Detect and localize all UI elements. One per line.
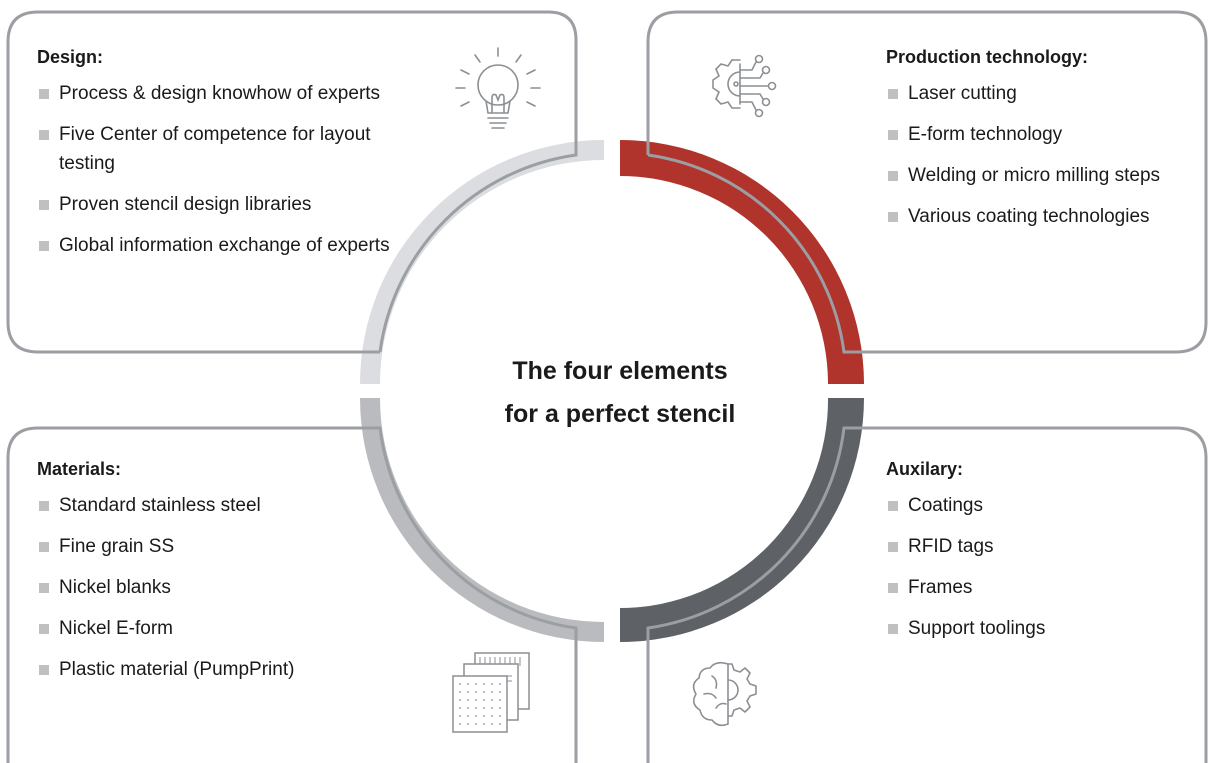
bullet-square-icon (888, 130, 898, 140)
auxilary-panel: Auxilary: Coatings RFID tags Frames Supp… (886, 457, 1196, 655)
bullet-square-icon (39, 89, 49, 99)
list-item-text: Nickel E-form (59, 618, 174, 639)
bullet-square-icon (39, 130, 49, 140)
bullet-square-icon (39, 624, 49, 634)
center-title: The four elements for a perfect stencil (430, 350, 810, 436)
list-item: Support toolings (886, 614, 1196, 643)
list-item: Welding or micro milling steps (886, 161, 1196, 190)
bullet-square-icon (39, 542, 49, 552)
bullet-square-icon (39, 583, 49, 593)
panel-frame-auxilary (646, 426, 1208, 763)
list-item: Proven stencil design libraries (37, 190, 417, 219)
list-item-text: Plastic material (PumpPrint) (59, 659, 295, 680)
bullet-square-icon (888, 212, 898, 222)
list-item: RFID tags (886, 532, 1196, 561)
list-item-text: Laser cutting (908, 83, 1017, 104)
brain-gear-icon (692, 661, 757, 727)
center-title-line-2: for a perfect stencil (504, 400, 736, 428)
list-item-text: Various coating technologies (908, 206, 1150, 227)
gear-circuit-icon (712, 54, 777, 118)
materials-panel: Materials: Standard stainless steel Fine… (37, 457, 417, 696)
bullet-square-icon (888, 171, 898, 181)
list-item-text: E-form technology (908, 124, 1063, 145)
list-item-text: Global information exchange of experts (59, 235, 390, 256)
list-item: Standard stainless steel (37, 491, 417, 520)
list-item-text: Process & design knowhow of experts (59, 83, 381, 104)
panel-frame-materials (6, 426, 578, 763)
list-item: Nickel E-form (37, 614, 417, 643)
stencil-sheets-icon (452, 652, 530, 733)
bullet-square-icon (39, 665, 49, 675)
list-item: Fine grain SS (37, 532, 417, 561)
center-title-line-1: The four elements (512, 357, 728, 385)
list-item: Coatings (886, 491, 1196, 520)
production-title: Production technology: (886, 47, 1088, 67)
ring-segment-production (620, 140, 864, 384)
design-list: Process & design knowhow of experts Five… (37, 79, 417, 260)
materials-list: Standard stainless steel Fine grain SS N… (37, 491, 417, 684)
list-item: Nickel blanks (37, 573, 417, 602)
bullet-square-icon (888, 583, 898, 593)
list-item-text: Frames (908, 577, 973, 598)
list-item: Various coating technologies (886, 202, 1196, 231)
bullet-square-icon (888, 89, 898, 99)
panel-frame-design (6, 10, 578, 354)
bullet-square-icon (39, 501, 49, 511)
list-item-text: Support toolings (908, 618, 1046, 639)
list-item: Frames (886, 573, 1196, 602)
bullet-square-icon (888, 501, 898, 511)
bullet-square-icon (888, 542, 898, 552)
list-item-text: RFID tags (908, 536, 994, 557)
list-item-text: Proven stencil design libraries (59, 194, 312, 215)
auxilary-list: Coatings RFID tags Frames Support toolin… (886, 491, 1196, 643)
list-item-text: Standard stainless steel (59, 495, 261, 516)
materials-title: Materials: (37, 459, 122, 479)
list-item: Global information exchange of experts (37, 231, 417, 260)
design-panel: Design: Process & design knowhow of expe… (37, 45, 417, 272)
design-title: Design: (37, 47, 104, 67)
bullet-square-icon (888, 624, 898, 634)
bullet-square-icon (39, 200, 49, 210)
list-item: Laser cutting (886, 79, 1196, 108)
list-item-text: Nickel blanks (59, 577, 171, 598)
production-list: Laser cutting E-form technology Welding … (886, 79, 1196, 231)
list-item: E-form technology (886, 120, 1196, 149)
list-item: Process & design knowhow of experts (37, 79, 417, 108)
list-item-text: Welding or micro milling steps (908, 165, 1161, 186)
list-item: Five Center of competence for layout tes… (37, 120, 417, 178)
lightbulb-icon (455, 47, 541, 129)
list-item-text: Five Center of competence for layout tes… (59, 124, 371, 174)
production-panel: Production technology: Laser cutting E-f… (886, 45, 1196, 243)
list-item-text: Fine grain SS (59, 536, 175, 557)
bullet-square-icon (39, 241, 49, 251)
list-item-text: Coatings (908, 495, 983, 516)
list-item: Plastic material (PumpPrint) (37, 655, 417, 684)
panel-frame-production (646, 10, 1208, 354)
auxilary-title: Auxilary: (886, 459, 964, 479)
